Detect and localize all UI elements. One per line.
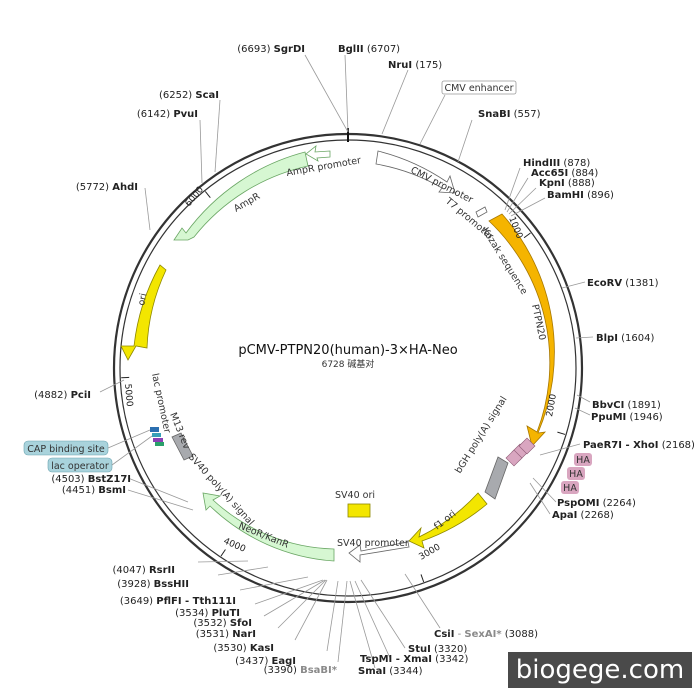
ptpn20-feature (488, 213, 555, 447)
site-label: PpuMI (1946) (591, 412, 663, 423)
site-label: TspMI - XmaI (3342) (360, 654, 469, 665)
site-label: (6693) SgrDI (237, 44, 305, 55)
sv40-polya-feature (171, 432, 194, 461)
sv40-ori-feature (347, 503, 371, 518)
site-label: (3531) NarI (196, 629, 256, 640)
ha-label-3: HA (563, 483, 577, 494)
site-layer: (6693) SgrDI BglII (6707) NruI (175) SnaBI … (34, 44, 695, 677)
site-label: PaeR7I - XhoI (2168) (583, 440, 695, 451)
cap-binding-site-mark (150, 427, 159, 432)
cmv-promoter-label: CMV promoter (409, 165, 475, 206)
site-label: (3390) BsaBI* (264, 665, 338, 676)
site-label: (5772) AhdI (76, 182, 138, 193)
site-label: (4047) RsrII (113, 565, 175, 576)
site-label: BamHI (896) (547, 190, 614, 201)
bgh-polya-feature (484, 456, 509, 500)
site-label: (3532) SfoI (193, 618, 252, 629)
site-label: (4451) BsmI (62, 485, 126, 496)
tick-mark (420, 574, 425, 583)
ha-box-1 (574, 453, 592, 466)
site-label: (3649) PflFI - Tth111I (120, 596, 236, 607)
site-label: (3534) PluTI (175, 608, 240, 619)
site-label: BglII (6707) (338, 44, 400, 55)
lac-promoter-label: lac promoter (149, 372, 172, 434)
site-label: SnaBI (557) (478, 109, 541, 120)
cmv-enhancer-box (441, 80, 517, 95)
tick-label: 4000 (222, 537, 247, 555)
site-label: (3530) KasI (213, 643, 274, 654)
lac-operator-label: lac operator (51, 461, 109, 472)
tick-mark (523, 232, 531, 239)
tick-mark (204, 191, 211, 199)
plasmid-title: pCMV-PTPN20(human)-3×HA-Neo (238, 343, 457, 358)
ha-box-3 (561, 481, 579, 494)
ha-tag-mark-2 (518, 437, 536, 455)
site-label: NruI (175) (388, 60, 442, 71)
tick-mark (220, 549, 226, 557)
site-label: BlpI (1604) (596, 333, 654, 344)
site-label: CsiI - SexAI* (3088) (434, 629, 538, 640)
neor-feature (202, 492, 335, 562)
sv40-polya-label: SV40 poly(A) signal (186, 452, 256, 528)
ampr-feature (173, 151, 309, 241)
site-label: Acc65I (884) (531, 168, 598, 179)
lac-promoter-mark (155, 442, 164, 446)
sv40-ori-label: SV40 ori (335, 490, 375, 501)
site-label: (6252) ScaI (159, 90, 219, 101)
site-label: StuI (3320) (408, 644, 467, 655)
tick-label: 5000 (122, 383, 134, 407)
cmv-enhancer-label: CMV enhancer (444, 83, 513, 94)
lac-operator-mark (152, 433, 161, 437)
tick-label: 2000 (545, 393, 559, 418)
plasmid-size: 6728 碱基对 (322, 358, 375, 370)
t7-promoter-feature (475, 206, 488, 218)
site-label: HindIII (878) (523, 158, 590, 169)
ori-feature (120, 264, 167, 361)
cap-leader (107, 429, 151, 449)
site-label: ApaI (2268) (552, 510, 614, 521)
site-label: BbvCI (1891) (592, 400, 661, 411)
watermark: biogege.com (508, 652, 692, 688)
sv40-promoter-feature (348, 541, 410, 563)
site-label: (4882) PciI (34, 390, 91, 401)
site-label: KpnI (888) (539, 178, 595, 189)
tick-mark (557, 431, 566, 435)
site-label: PspOMI (2264) (557, 498, 636, 509)
ha-label-1: HA (576, 455, 590, 466)
ha-box-2 (567, 467, 585, 480)
site-label: (3928) BssHII (117, 579, 189, 590)
site-label: (4503) BstZ17I (51, 474, 131, 485)
site-label: EcoRV (1381) (587, 278, 659, 289)
cap-binding-site-label: CAP binding site (27, 444, 105, 455)
cmv-promoter-feature (375, 150, 456, 194)
ori-label: ori (136, 292, 149, 306)
ampr-promoter-feature (305, 145, 331, 162)
site-label: (3437) EagI (235, 656, 296, 667)
ha-label-2: HA (569, 469, 583, 480)
lac-operator-leader (111, 435, 153, 466)
site-label: SmaI (3344) (358, 666, 423, 677)
leader-lines (99, 54, 594, 669)
f1-ori-feature (408, 492, 488, 549)
site-label: (6142) PvuI (137, 109, 198, 120)
ha-tag-mark-3 (505, 449, 523, 467)
sv40-promoter-label: SV40 promoter (337, 538, 409, 549)
m13-rev-mark (153, 438, 163, 442)
